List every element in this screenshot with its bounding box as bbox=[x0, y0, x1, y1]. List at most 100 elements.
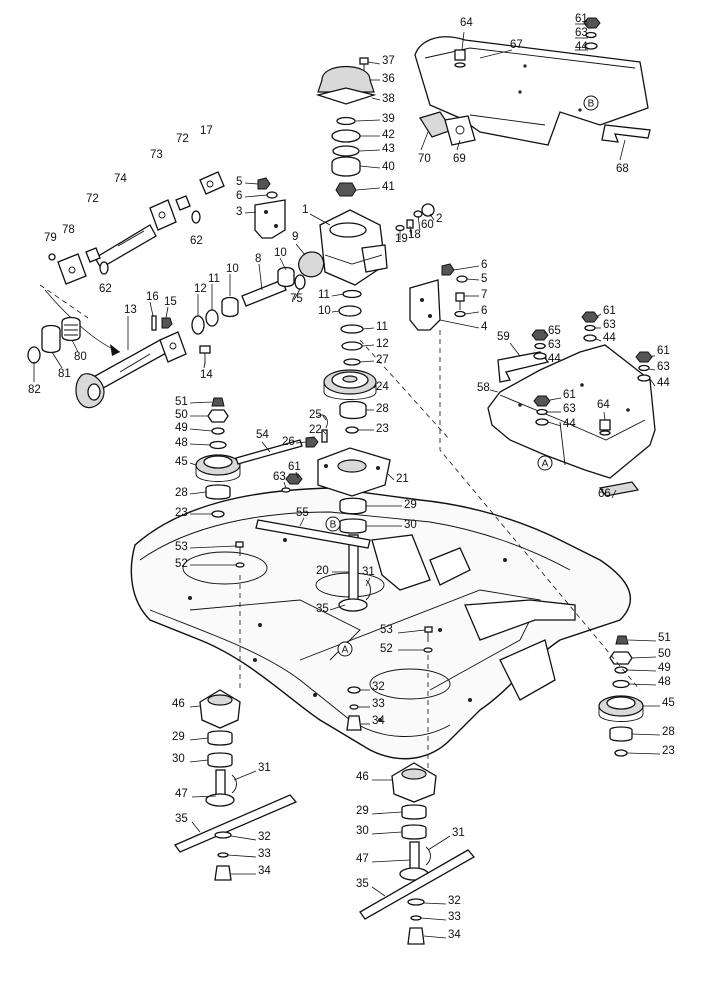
reference-marker: B bbox=[325, 516, 341, 532]
part-callout: 44 bbox=[563, 418, 576, 430]
part-callout: 22 bbox=[309, 424, 322, 436]
part-callout: 44 bbox=[548, 353, 561, 365]
part-callout: 63 bbox=[548, 339, 561, 351]
part-callout: 11 bbox=[376, 321, 388, 333]
part-callout: 53 bbox=[175, 541, 188, 553]
part-callout: 21 bbox=[396, 473, 409, 485]
part-callout: 47 bbox=[175, 788, 188, 800]
part-callout: 54 bbox=[256, 429, 269, 441]
part-callout: 8 bbox=[255, 253, 261, 265]
reference-marker: A bbox=[337, 641, 353, 657]
part-callout: 51 bbox=[175, 396, 188, 408]
reference-marker-circle bbox=[337, 641, 353, 657]
driveline-upper bbox=[39, 171, 225, 356]
part-callout: 28 bbox=[376, 403, 389, 415]
part-callout: 33 bbox=[448, 911, 461, 923]
part-callout: 52 bbox=[380, 643, 393, 655]
part-callout: 19 bbox=[395, 233, 408, 245]
part-callout: 64 bbox=[460, 17, 473, 29]
leader-lines bbox=[33, 23, 661, 939]
part-callout: 12 bbox=[376, 338, 389, 350]
part-callout: 18 bbox=[408, 229, 421, 241]
part-callout: 31 bbox=[452, 827, 465, 839]
reference-marker-letter: B bbox=[330, 520, 337, 531]
part-callout: 27 bbox=[376, 354, 389, 366]
part-callout: 78 bbox=[62, 224, 75, 236]
part-callout: 29 bbox=[356, 805, 369, 817]
part-callout: 67 bbox=[510, 39, 523, 51]
part-callout: 35 bbox=[356, 878, 369, 890]
part-callout: 61 bbox=[657, 345, 670, 357]
part-callout: 43 bbox=[382, 143, 395, 155]
part-callout: 38 bbox=[382, 93, 395, 105]
part-callout: 30 bbox=[356, 825, 369, 837]
part-callout: 50 bbox=[658, 648, 671, 660]
part-callout: 10 bbox=[274, 247, 287, 259]
part-callout: 32 bbox=[448, 895, 461, 907]
part-callout: 29 bbox=[172, 731, 185, 743]
lower-right-spindle bbox=[359, 762, 476, 945]
part-callout: 34 bbox=[258, 865, 271, 877]
part-callout: 63 bbox=[273, 471, 286, 483]
part-callout: 5 bbox=[236, 176, 242, 188]
part-callout: 45 bbox=[175, 456, 188, 468]
part-callout: 6 bbox=[481, 305, 487, 317]
part-callout: 63 bbox=[563, 403, 576, 415]
part-callout: 24 bbox=[376, 381, 389, 393]
part-callout: 37 bbox=[382, 55, 395, 67]
lower-left-spindle bbox=[174, 689, 298, 881]
center-shaft-stack bbox=[305, 289, 391, 612]
part-callout: 50 bbox=[175, 409, 188, 421]
part-callout: 32 bbox=[258, 831, 271, 843]
part-callout: 33 bbox=[258, 848, 271, 860]
mower-deck-housing bbox=[130, 487, 631, 760]
part-callout: 72 bbox=[176, 133, 189, 145]
reference-marker-circle bbox=[325, 516, 341, 532]
reference-marker-letter: A bbox=[542, 459, 549, 470]
part-callout: 35 bbox=[175, 813, 188, 825]
part-callout: 40 bbox=[382, 161, 395, 173]
part-callout: 70 bbox=[418, 153, 431, 165]
part-callout: 63 bbox=[603, 319, 616, 331]
part-callout: 59 bbox=[497, 331, 510, 343]
part-callout: 26 bbox=[282, 436, 295, 448]
part-callout: 32 bbox=[372, 681, 385, 693]
part-callout: 23 bbox=[376, 423, 389, 435]
part-callout: 48 bbox=[175, 437, 188, 449]
part-callout: 58 bbox=[477, 382, 490, 394]
part-callout: 81 bbox=[58, 368, 71, 380]
part-callout: 46 bbox=[356, 771, 369, 783]
part-callout: 2 bbox=[436, 213, 442, 225]
part-callout: 42 bbox=[382, 129, 395, 141]
part-callout: 10 bbox=[226, 263, 239, 275]
part-callout: 63 bbox=[575, 27, 588, 39]
part-callout: 51 bbox=[658, 632, 671, 644]
reference-marker-letter: A bbox=[342, 645, 349, 656]
part-callout: 17 bbox=[200, 125, 213, 137]
reference-marker-letter: B bbox=[588, 99, 595, 110]
part-callout: 23 bbox=[175, 507, 188, 519]
part-callout: 65 bbox=[548, 325, 561, 337]
part-callout: 72 bbox=[86, 193, 99, 205]
part-callout: 49 bbox=[175, 422, 188, 434]
part-callout: 48 bbox=[658, 676, 671, 688]
part-callout: 49 bbox=[658, 662, 671, 674]
part-callout: 15 bbox=[164, 296, 177, 308]
part-callout: 69 bbox=[453, 153, 466, 165]
part-callout: 53 bbox=[380, 624, 393, 636]
part-callout: 6 bbox=[481, 259, 487, 271]
part-callout: 31 bbox=[362, 566, 375, 578]
reference-marker-circle bbox=[583, 95, 599, 111]
part-callout: 11 bbox=[318, 289, 330, 301]
part-callout: 7 bbox=[481, 289, 487, 301]
reference-marker: A bbox=[537, 455, 553, 471]
part-callout: 62 bbox=[190, 235, 203, 247]
part-callout: 62 bbox=[99, 283, 112, 295]
driveline-lower bbox=[27, 315, 211, 409]
part-callout: 14 bbox=[200, 369, 213, 381]
part-callout: 36 bbox=[382, 73, 395, 85]
part-callout: 45 bbox=[662, 697, 675, 709]
part-callout: 5 bbox=[481, 273, 487, 285]
